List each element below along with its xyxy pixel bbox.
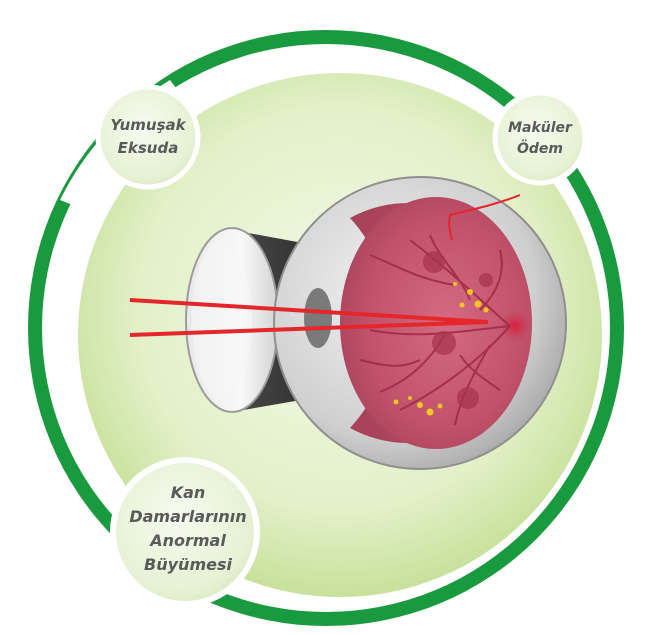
macular-edema-line-2: Ödem <box>517 139 563 157</box>
laser-beams <box>129 298 489 337</box>
label-bubble-neovascularization: Kan Damarlarının Anormal Büyümesi <box>110 457 260 607</box>
label-bubble-soft-exudate: Yumuşak Eksuda <box>95 84 201 190</box>
label-bubble-macular-edema: Maküler Ödem <box>492 90 588 186</box>
soft-exudate-line-1: Yumuşak <box>110 116 186 134</box>
neovascularization-line-3: Anormal <box>148 531 226 550</box>
neovascularization-line-2: Damarlarının <box>129 507 246 526</box>
macular-edema-line-1: Maküler <box>508 120 573 136</box>
exudate-spots <box>393 282 489 416</box>
soft-exudate-line-2: Eksuda <box>118 139 179 157</box>
hemorrhage-spots <box>423 251 493 409</box>
macular-edema-pointer <box>448 194 521 241</box>
neovascularization-line-4: Büyümesi <box>144 555 232 574</box>
neovascularization-line-1: Kan <box>171 483 206 502</box>
